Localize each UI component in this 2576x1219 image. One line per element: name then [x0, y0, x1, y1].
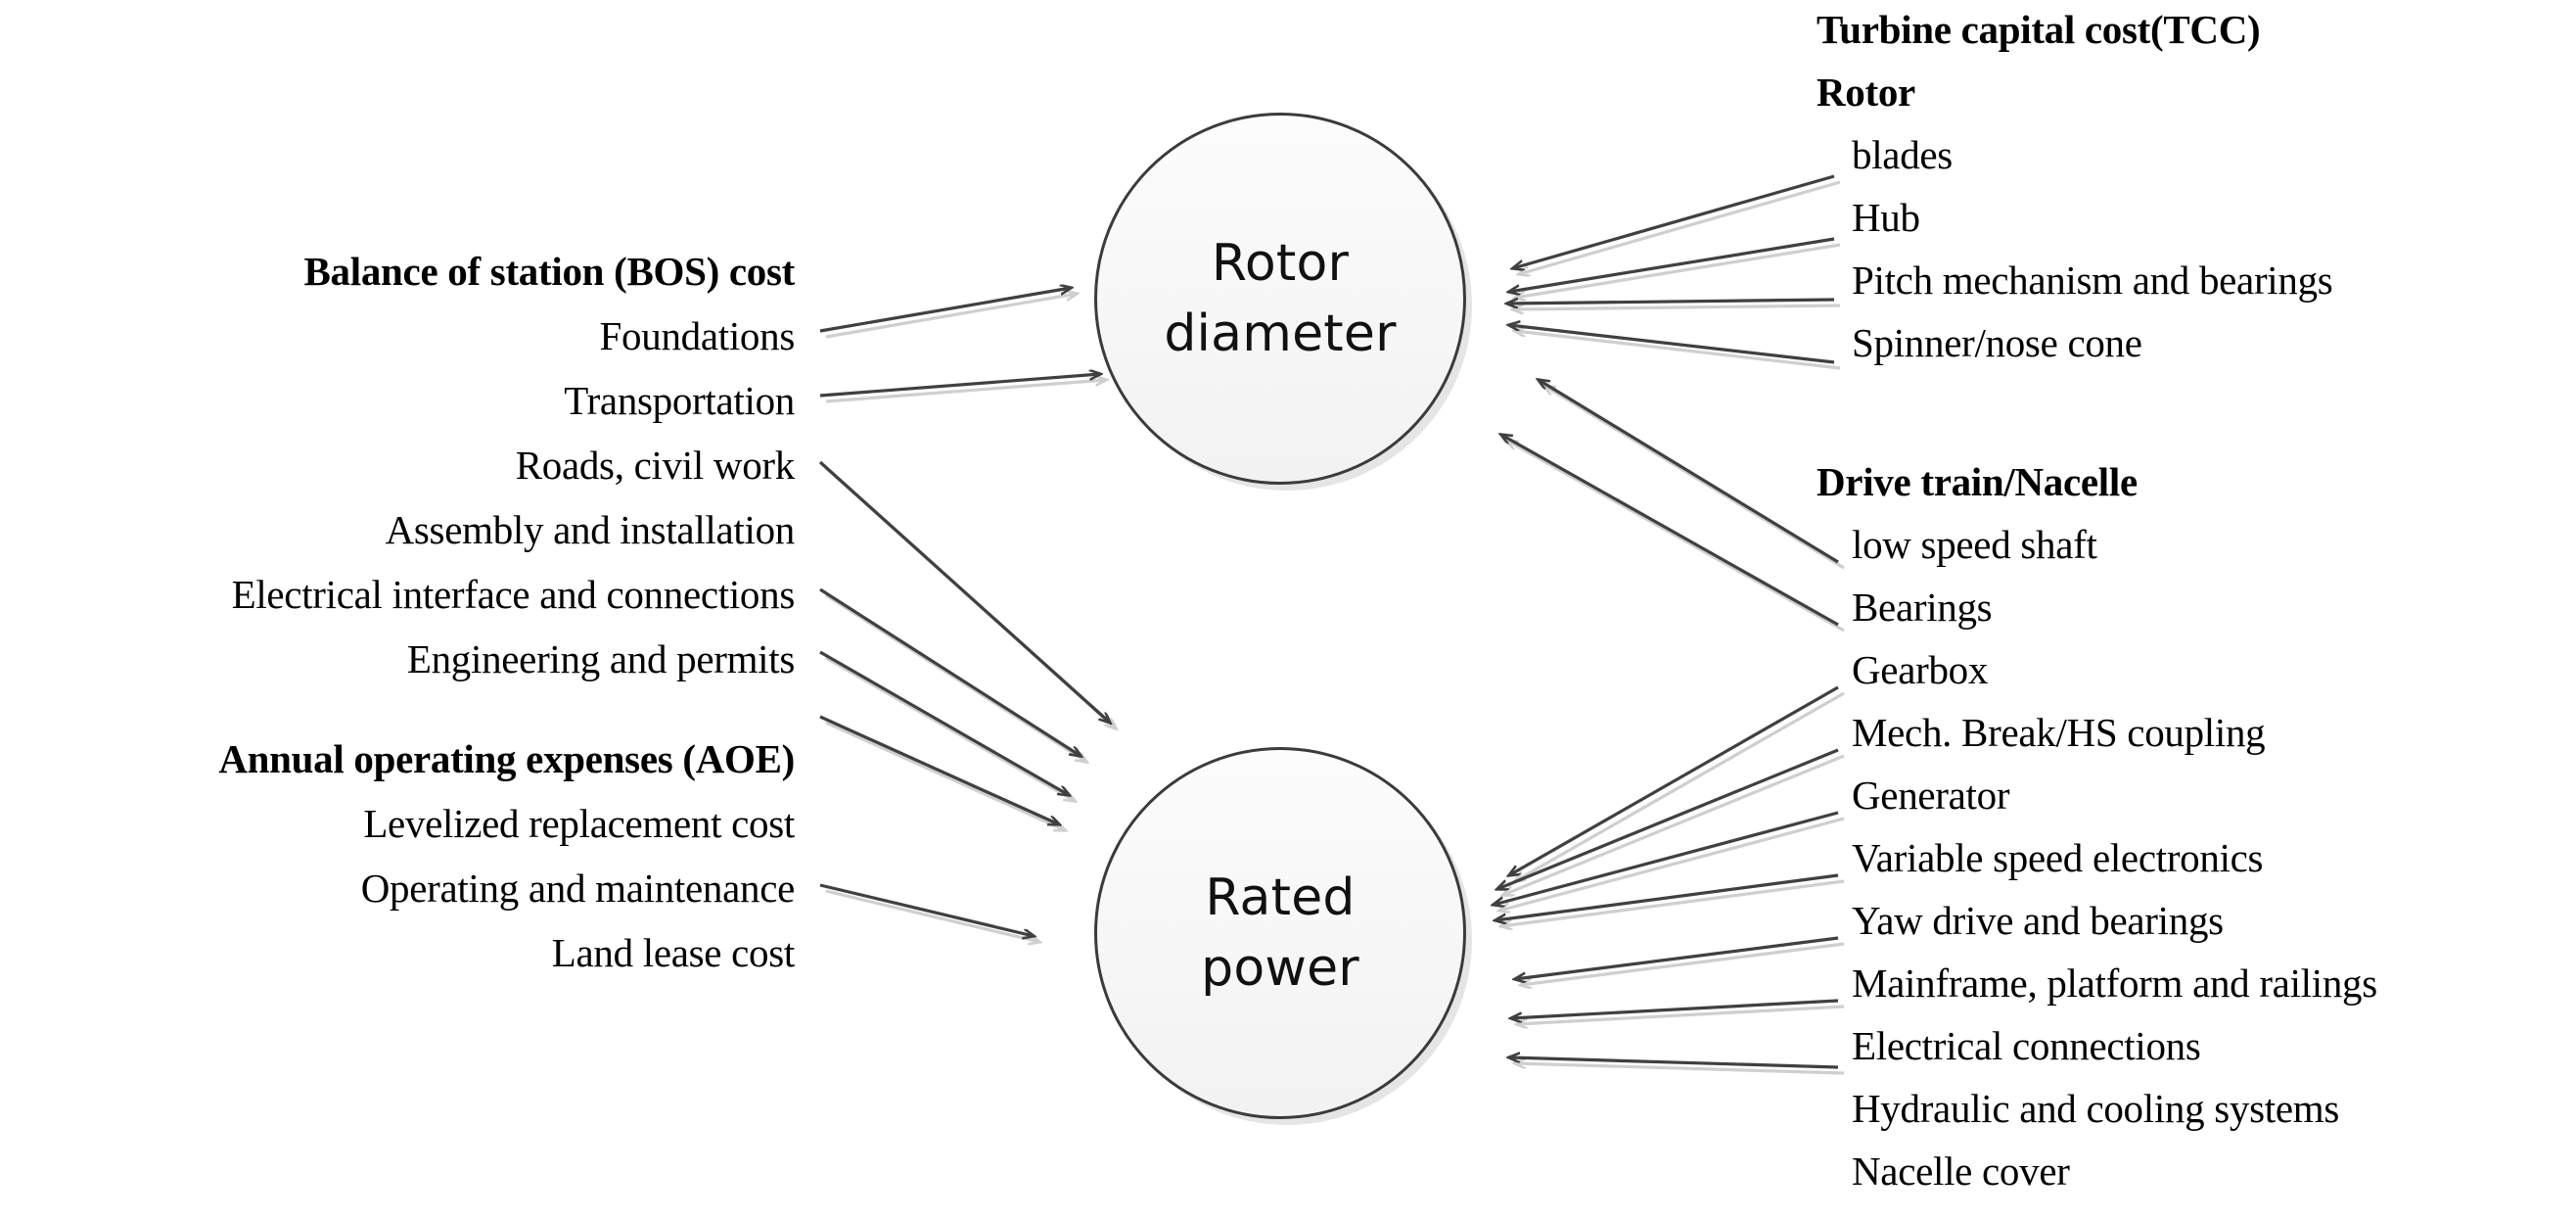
drivetrain-item-bearings: Bearings: [1852, 585, 1993, 630]
rotor-item-blades: blades: [1852, 132, 1953, 177]
bos-group: Balance of station (BOS) cost Foundation…: [0, 239, 796, 691]
bos-item-transportation: Transportation: [564, 378, 795, 423]
aoe-item-levelized-replacement-cost: Levelized replacement cost: [363, 801, 795, 846]
drivetrain-item-hydraulic-and-cooling-systems: Hydraulic and cooling systems: [1852, 1086, 2340, 1131]
node-rated-power-label: Rated power: [1201, 868, 1359, 998]
bos-item-electrical-interface: Electrical interface and connections: [231, 572, 796, 617]
arrows-bos-to-rotor: [819, 288, 1106, 403]
rotor-heading: Rotor: [1817, 70, 1915, 115]
bos-item-roads-civil-work: Roads, civil work: [515, 443, 796, 488]
drivetrain-item-electrical-connections: Electrical connections: [1852, 1023, 2201, 1068]
bos-item-assembly-and-installation: Assembly and installation: [385, 507, 796, 552]
arrows-bos-to-rated-power: [818, 460, 1116, 942]
drivetrain-item-generator: Generator: [1852, 773, 2010, 818]
arrows-drivetrain-to-rotor-diameter: [1501, 380, 1845, 633]
drivetrain-item-variable-speed-electronics: Variable speed electronics: [1852, 835, 2264, 880]
drivetrain-item-gearbox: Gearbox: [1852, 647, 1989, 692]
drivetrain-group: Drive train/Nacelle low speed shaft Bear…: [1817, 450, 2576, 1202]
aoe-item-land-lease-cost: Land lease cost: [551, 930, 796, 975]
bos-heading: Balance of station (BOS) cost: [303, 249, 796, 294]
tcc-group: Turbine capital cost(TCC) Rotor blades H…: [1817, 0, 2576, 374]
aoe-heading: Annual operating expenses (AOE): [218, 736, 795, 781]
rotor-item-spinner-nose-cone: Spinner/nose cone: [1852, 320, 2142, 365]
drivetrain-item-low-speed-shaft: low speed shaft: [1852, 522, 2097, 567]
arrows-rotor-items-to-rotor-diameter: [1507, 174, 1841, 370]
drivetrain-item-yaw-drive-and-bearings: Yaw drive and bearings: [1852, 898, 2224, 943]
node-rated-power[interactable]: Rated power: [1094, 747, 1466, 1119]
bos-item-engineering-and-permits: Engineering and permits: [406, 636, 795, 681]
rotor-item-hub: Hub: [1852, 195, 1920, 240]
drivetrain-item-mainframe-platform-and-railings: Mainframe, platform and railings: [1852, 961, 2377, 1006]
arrows-drivetrain-to-rated-power: [1494, 685, 1845, 1075]
drivetrain-item-mech-break-hs-coupling: Mech. Break/HS coupling: [1852, 710, 2266, 755]
drivetrain-item-nacelle-cover: Nacelle cover: [1852, 1149, 2070, 1194]
drivetrain-heading: Drive train/Nacelle: [1817, 459, 2138, 504]
aoe-item-operating-and-maintenance: Operating and maintenance: [360, 866, 796, 911]
node-rotor-diameter[interactable]: Rotor diameter: [1094, 113, 1466, 485]
node-rotor-diameter-label: Rotor diameter: [1164, 234, 1397, 363]
aoe-group: Annual operating expenses (AOE) Levelize…: [0, 727, 795, 985]
tcc-title: Turbine capital cost(TCC): [1817, 7, 2261, 52]
rotor-item-pitch-mechanism-and-bearings: Pitch mechanism and bearings: [1852, 258, 2333, 303]
bos-item-foundations: Foundations: [599, 313, 796, 358]
